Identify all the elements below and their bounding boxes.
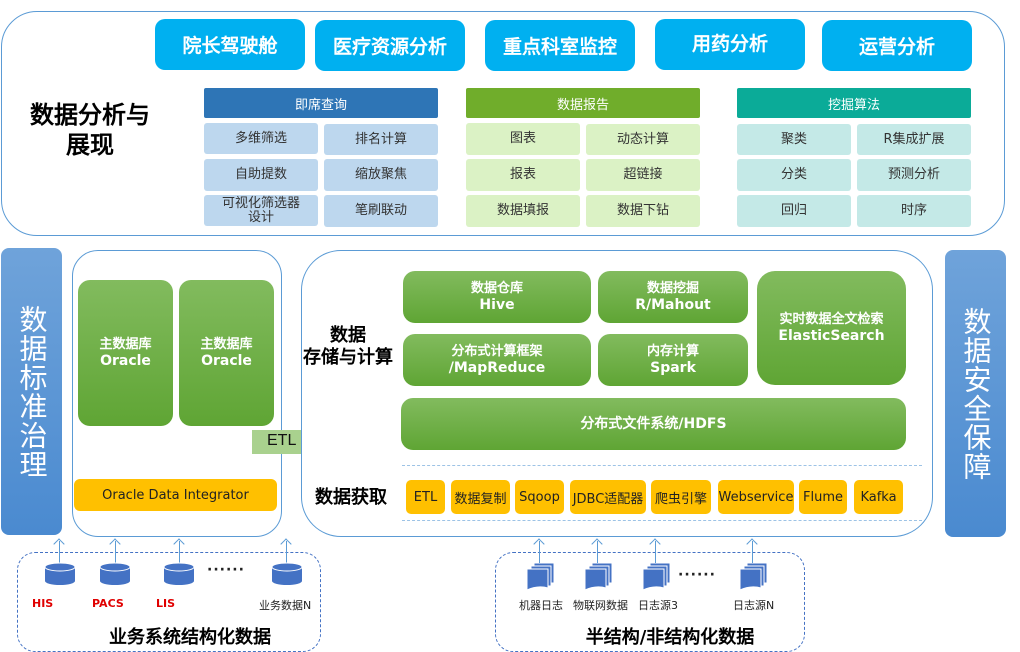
group-header-mining-algo[interactable]: 挖掘算法 — [737, 88, 971, 118]
source-log-n: 日志源N — [733, 599, 775, 612]
source-his: HIS — [32, 597, 54, 610]
database-icon — [44, 562, 76, 585]
cell-data-entry[interactable]: 数据填报 — [466, 195, 580, 227]
acquisition-divider-bottom — [402, 520, 922, 521]
arrow-up-icon — [179, 541, 180, 563]
spark-title: 内存计算 — [646, 344, 699, 359]
box-data-mining-mahout[interactable]: 数据挖掘 R/Mahout — [598, 271, 748, 323]
master-db-box-2[interactable]: 主数据库 Oracle — [179, 280, 274, 426]
cell-drill-down[interactable]: 数据下钻 — [586, 195, 700, 227]
cell-dynamic-calc[interactable]: 动态计算 — [586, 124, 700, 155]
hive-title: 数据仓库 — [470, 281, 523, 296]
mahout-engine: R/Mahout — [635, 297, 711, 313]
tool-jdbc-adapter[interactable]: JDBC适配器 — [570, 480, 646, 514]
source-lis: LIS — [156, 597, 176, 610]
arrow-up-icon — [597, 541, 598, 563]
arrow-up-icon — [655, 541, 656, 563]
box-hdfs[interactable]: 分布式文件系统/HDFS — [401, 398, 906, 450]
acquisition-divider-top — [402, 465, 922, 466]
log-files-icon — [526, 563, 555, 591]
analysis-title-line1: 数据分析与 — [30, 101, 150, 129]
master-db-box-2-title: 主数据库 — [200, 337, 253, 352]
right-bar-data-security: 数据安全保障 — [945, 250, 1006, 537]
elasticsearch-title: 实时数据全文检索 — [779, 312, 884, 327]
left-bar-data-governance: 数据标准治理 — [1, 248, 62, 535]
cell-report-table[interactable]: 报表 — [466, 159, 580, 191]
top-button-dean-cockpit[interactable]: 院长驾驶舱 — [155, 19, 305, 70]
database-icon — [163, 562, 195, 585]
structured-title: 业务系统结构化数据 — [109, 627, 271, 648]
log-files-icon — [739, 563, 768, 591]
arrow-up-icon — [752, 541, 753, 563]
arrow-up-icon — [539, 541, 540, 563]
source-log-3: 日志源3 — [638, 599, 678, 612]
cell-hyperlink[interactable]: 超链接 — [586, 159, 700, 191]
arrow-up-icon — [59, 541, 60, 563]
top-button-medication[interactable]: 用药分析 — [655, 19, 805, 70]
log-files-icon — [642, 563, 671, 591]
cell-classification[interactable]: 分类 — [737, 159, 851, 191]
tool-data-replication[interactable]: 数据复制 — [451, 480, 510, 514]
tool-webservice[interactable]: Webservice — [718, 480, 794, 514]
analysis-title-line2: 展现 — [66, 131, 114, 159]
box-fulltext-elasticsearch[interactable]: 实时数据全文检索 ElasticSearch — [757, 271, 906, 385]
master-db-box-1-title: 主数据库 — [99, 337, 152, 352]
top-button-key-dept-monitor[interactable]: 重点科室监控 — [485, 20, 635, 71]
cell-brush-link[interactable]: 笔刷联动 — [324, 195, 438, 227]
cell-regression[interactable]: 回归 — [737, 195, 851, 227]
etl-arrow-label: ETL — [267, 432, 297, 449]
master-db-box-2-engine: Oracle — [201, 353, 252, 369]
box-data-warehouse-hive[interactable]: 数据仓库 Hive — [403, 271, 591, 323]
group-header-data-report[interactable]: 数据报告 — [466, 88, 700, 118]
spark-engine: Spark — [650, 360, 696, 376]
cell-r-integration[interactable]: R集成扩展 — [857, 124, 971, 155]
cell-multidim-filter[interactable]: 多维筛选 — [204, 123, 318, 154]
log-files-icon — [584, 563, 613, 591]
source-business-data-n: 业务数据N — [259, 599, 312, 612]
storage-compute-label: 数据 存储与计算 — [296, 325, 400, 369]
tool-sqoop[interactable]: Sqoop — [515, 480, 564, 514]
cell-rank-calc[interactable]: 排名计算 — [324, 124, 438, 155]
tool-etl[interactable]: ETL — [406, 480, 445, 514]
acquisition-label: 数据获取 — [315, 487, 387, 508]
cell-chart[interactable]: 图表 — [466, 123, 580, 155]
storage-label-line1: 数据 — [330, 325, 366, 346]
tool-crawler-engine[interactable]: 爬虫引擎 — [651, 480, 711, 514]
mahout-title: 数据挖掘 — [646, 281, 699, 296]
tool-kafka[interactable]: Kafka — [854, 480, 903, 514]
elasticsearch-engine: ElasticSearch — [778, 328, 885, 344]
hive-engine: Hive — [479, 297, 515, 313]
master-db-box-1[interactable]: 主数据库 Oracle — [78, 280, 173, 426]
database-icon — [99, 562, 131, 585]
top-button-medical-resource[interactable]: 医疗资源分析 — [315, 20, 465, 71]
cell-clustering[interactable]: 聚类 — [737, 124, 851, 155]
box-spark[interactable]: 内存计算 Spark — [598, 334, 748, 386]
source-machine-log: 机器日志 — [519, 599, 563, 612]
source-pacs: PACS — [92, 597, 124, 610]
structured-ellipsis: ······ — [207, 562, 245, 578]
arrow-up-icon — [115, 541, 116, 563]
analysis-title: 数据分析与 展现 — [20, 100, 160, 160]
group-header-adhoc-query[interactable]: 即席查询 — [204, 88, 438, 118]
unstructured-title: 半结构/非结构化数据 — [585, 627, 755, 648]
cell-prediction[interactable]: 预测分析 — [857, 159, 971, 191]
unstructured-ellipsis: ······ — [678, 567, 716, 583]
cell-self-extract[interactable]: 自助提数 — [204, 159, 318, 191]
tool-flume[interactable]: Flume — [799, 480, 847, 514]
cell-zoom-focus[interactable]: 缩放聚焦 — [324, 159, 438, 191]
oracle-data-integrator[interactable]: Oracle Data Integrator — [74, 479, 277, 511]
master-db-box-1-engine: Oracle — [100, 353, 151, 369]
mapreduce-engine: /MapReduce — [448, 360, 546, 376]
top-button-operations[interactable]: 运营分析 — [822, 20, 972, 71]
source-iot-data: 物联网数据 — [573, 599, 628, 612]
cell-visual-filter-design[interactable]: 可视化筛选器设计 — [204, 195, 318, 226]
arrow-up-icon — [286, 541, 287, 563]
database-icon — [271, 562, 303, 585]
storage-label-line2: 存储与计算 — [303, 347, 393, 368]
box-mapreduce[interactable]: 分布式计算框架 /MapReduce — [403, 334, 591, 386]
mapreduce-title: 分布式计算框架 — [451, 344, 543, 359]
cell-time-series[interactable]: 时序 — [857, 195, 971, 227]
